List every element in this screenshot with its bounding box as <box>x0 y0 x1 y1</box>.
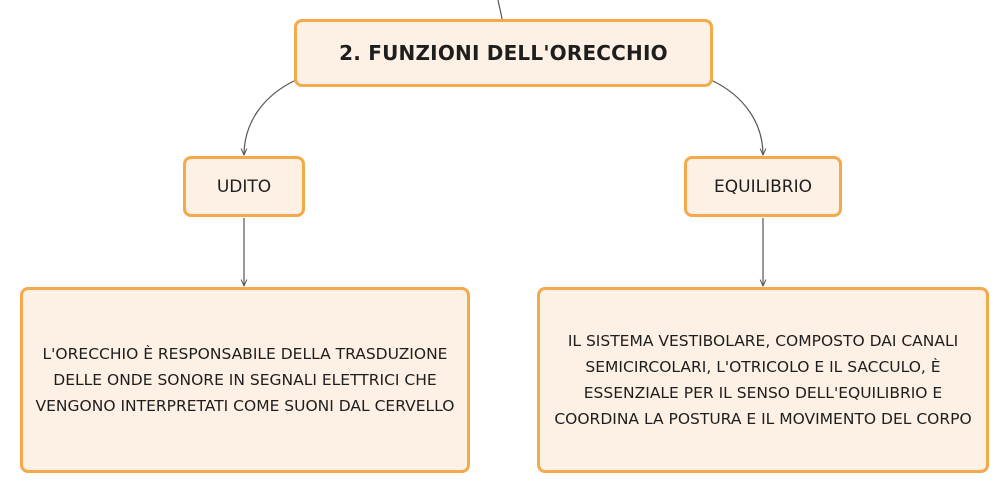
connector-title-to-equilibrio <box>710 79 763 155</box>
equilibrio-description-text: IL SISTEMA VESTIBOLARE, COMPOSTO DAI CAN… <box>554 332 972 428</box>
connector-title-to-udito <box>244 79 297 155</box>
udito-description-node[interactable]: L'ORECCHIO È RESPONSABILE DELLA TRASDUZI… <box>20 287 470 473</box>
udito-description-text: L'ORECCHIO È RESPONSABILE DELLA TRASDUZI… <box>35 345 455 415</box>
incoming-connector <box>497 0 503 20</box>
central-topic-label: 2. FUNZIONI DELL'ORECCHIO <box>339 41 668 65</box>
central-topic-node[interactable]: 2. FUNZIONI DELL'ORECCHIO <box>294 19 713 87</box>
udito-node[interactable]: UDITO <box>183 156 305 217</box>
equilibrio-description-node[interactable]: IL SISTEMA VESTIBOLARE, COMPOSTO DAI CAN… <box>537 287 989 473</box>
udito-label: UDITO <box>216 176 272 197</box>
equilibrio-label: EQUILIBRIO <box>714 176 812 197</box>
equilibrio-node[interactable]: EQUILIBRIO <box>684 156 842 217</box>
